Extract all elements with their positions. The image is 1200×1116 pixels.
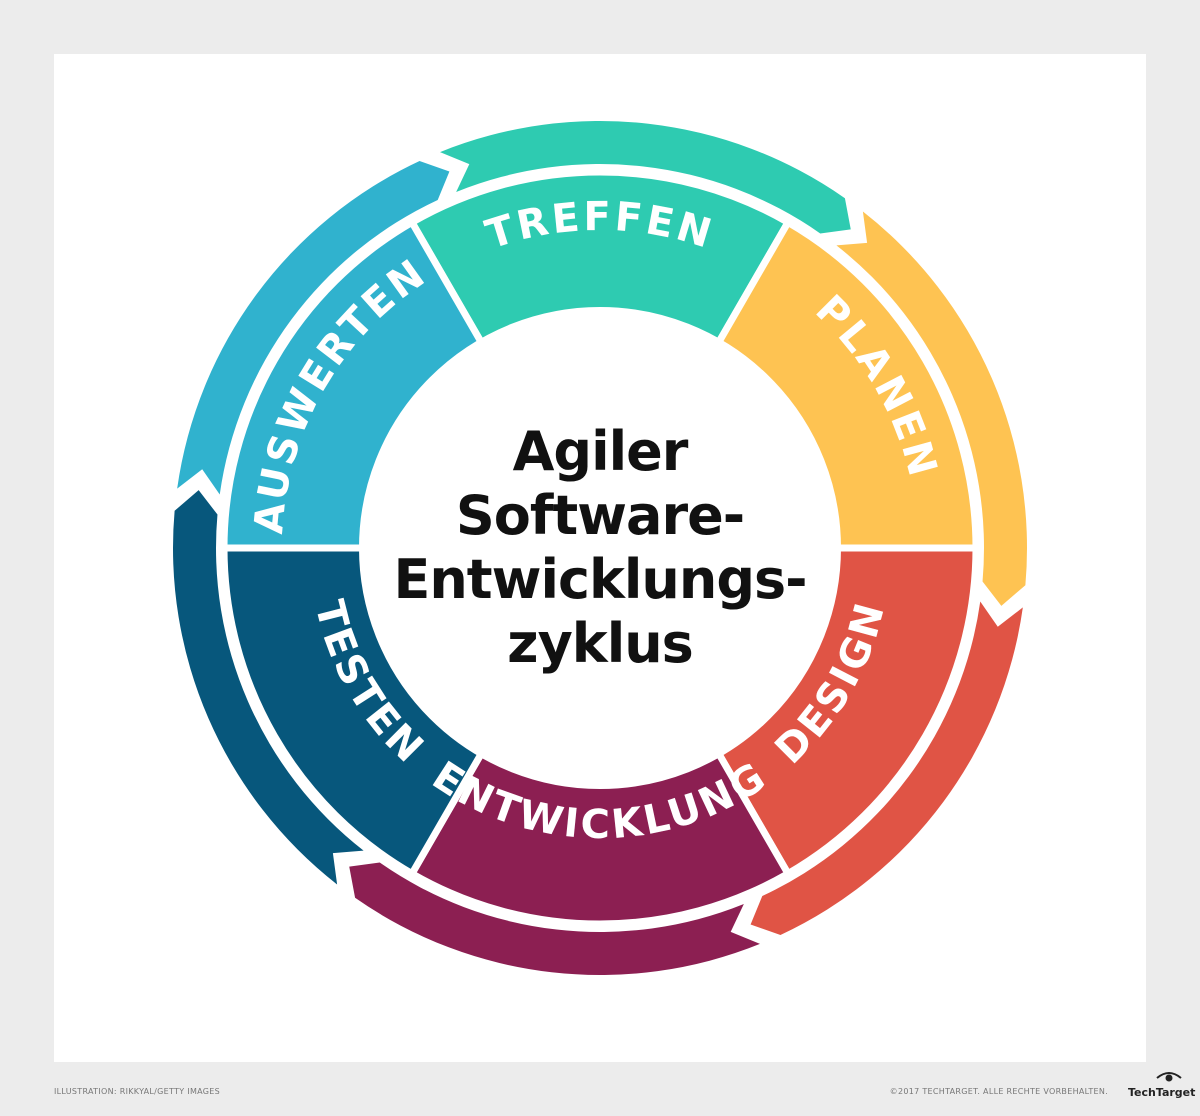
center-circle (359, 307, 841, 789)
techtarget-logo: TechTarget (1128, 1070, 1195, 1104)
inner-ring (220, 168, 980, 928)
outer-arrow-design (750, 601, 1023, 935)
outer-arrow-treffen (440, 120, 851, 234)
outer-arrow-auswerten (177, 161, 450, 495)
outer-ring (172, 120, 1028, 976)
center-title-line: Entwicklungs- (393, 548, 806, 611)
eye-icon (1156, 1072, 1182, 1082)
outer-arrow-planen (836, 211, 1028, 606)
copyright-notice: ©2017 TECHTARGET. ALLE RECHTE VORBEHALTE… (889, 1087, 1108, 1096)
outer-arrow-testen (172, 490, 364, 885)
illustration-credit: ILLUSTRATION: RIKKYAL/GETTY IMAGES (54, 1087, 221, 1096)
logo-text: TechTarget (1128, 1086, 1196, 1099)
center-title-line: Software- (456, 484, 744, 547)
outer-arrow-entwicklung (349, 862, 760, 976)
center-title-line: zyklus (507, 612, 693, 675)
center-title-line: Agiler (513, 420, 689, 483)
